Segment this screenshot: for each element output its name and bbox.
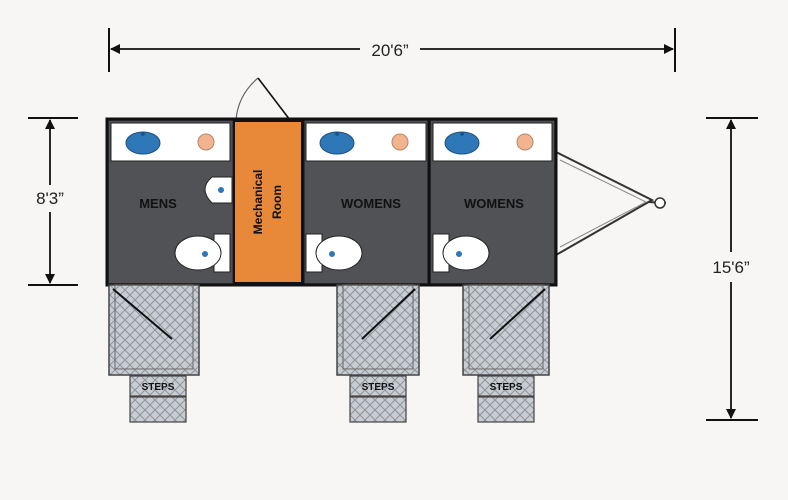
sink-icon (125, 131, 161, 155)
room-label-line2: Room (270, 185, 284, 219)
landing-plate (336, 284, 420, 376)
door-icon (361, 288, 416, 340)
sink-icon (444, 131, 480, 155)
room-depth-dimension: 8'3” (28, 117, 78, 286)
step-lower (129, 396, 187, 423)
steps-label: STEPS (362, 382, 395, 393)
room-floor (233, 120, 303, 284)
soap-icon (516, 133, 534, 151)
step-upper (349, 375, 407, 397)
door-icon (112, 288, 173, 340)
room-label: WOMENS (464, 196, 524, 211)
landing-plate (462, 284, 550, 376)
room-womens-2: WOMENS (431, 121, 554, 283)
total-depth-label: 15'6” (712, 258, 750, 277)
door-icon (235, 77, 291, 121)
steps-womens-1: STEPS (336, 284, 420, 423)
step-lower (349, 396, 407, 423)
steps-label: STEPS (142, 382, 175, 393)
toilet-icon (305, 233, 363, 273)
step-upper (477, 375, 535, 397)
steps-mens: STEPS (108, 284, 200, 423)
room-label: MENS (139, 196, 177, 211)
room-mechanical: Mechanical Room (233, 120, 303, 284)
room-womens-1: WOMENS (304, 121, 428, 283)
step-upper (129, 375, 187, 397)
room-mens: MENS (109, 121, 233, 283)
landing-plate (108, 284, 200, 376)
width-label: 20'6” (371, 41, 409, 60)
toilet-icon (174, 233, 231, 273)
door-icon (489, 288, 546, 340)
width-dimension: 20'6” (108, 28, 676, 72)
hitch-icon (555, 151, 667, 256)
room-label-line1: Mechanical (251, 170, 265, 235)
room-label: WOMENS (341, 196, 401, 211)
steps-womens-2: STEPS (462, 284, 550, 423)
toilet-icon (432, 233, 490, 273)
soap-icon (197, 133, 215, 151)
step-lower (477, 396, 535, 423)
room-depth-label: 8'3” (36, 189, 64, 208)
sink-icon (319, 131, 355, 155)
steps-label: STEPS (490, 382, 523, 393)
total-depth-dimension: 15'6” (706, 117, 758, 421)
soap-icon (391, 133, 409, 151)
